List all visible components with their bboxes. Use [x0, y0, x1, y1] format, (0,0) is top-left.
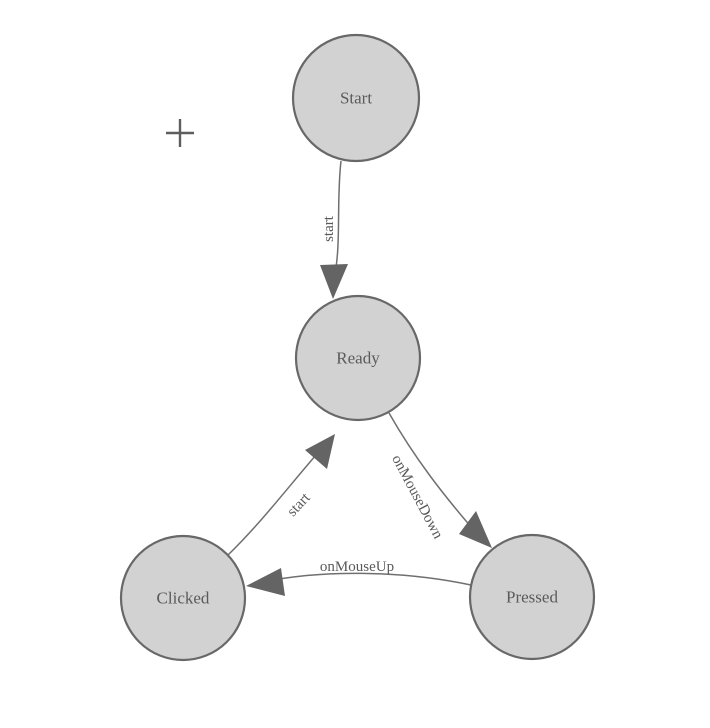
edge-ready-to-pressed[interactable]: onMouseDown — [388, 412, 492, 548]
edge-label-pressed-to-clicked: onMouseUp — [320, 559, 394, 575]
arrowhead-clicked-to-ready — [305, 434, 335, 469]
node-pressed[interactable]: Pressed — [468, 533, 596, 661]
edge-label-clicked-to-ready: start — [284, 489, 314, 519]
arrowhead-ready-to-pressed — [459, 511, 492, 548]
node-label-pressed: Pressed — [506, 588, 558, 607]
node-circle-ready[interactable] — [294, 294, 422, 422]
node-label-start: Start — [340, 89, 372, 108]
edge-path-ready-to-pressed[interactable] — [388, 412, 480, 537]
edge-start-to-ready[interactable]: start — [320, 160, 348, 299]
arrowhead-pressed-to-clicked — [246, 568, 285, 596]
plus-crosshair-icon — [166, 119, 194, 147]
edge-clicked-to-ready[interactable]: start — [227, 434, 335, 556]
node-label-clicked: Clicked — [157, 589, 210, 608]
edge-path-pressed-to-clicked[interactable] — [262, 572, 472, 586]
node-start[interactable]: Start — [291, 33, 421, 163]
node-circle-start[interactable] — [291, 33, 421, 163]
node-ready[interactable]: Ready — [294, 294, 422, 422]
edge-label-start-to-ready: start — [321, 215, 337, 242]
node-circle-clicked[interactable] — [119, 534, 247, 662]
edge-label-ready-to-pressed: onMouseDown — [388, 452, 446, 542]
node-label-ready: Ready — [336, 349, 380, 368]
edge-path-clicked-to-ready[interactable] — [227, 446, 324, 556]
edge-pressed-to-clicked[interactable]: onMouseUp — [246, 559, 472, 596]
node-circle-pressed[interactable] — [468, 533, 596, 661]
arrowhead-start-to-ready — [320, 264, 348, 299]
node-clicked[interactable]: Clicked — [119, 534, 247, 662]
